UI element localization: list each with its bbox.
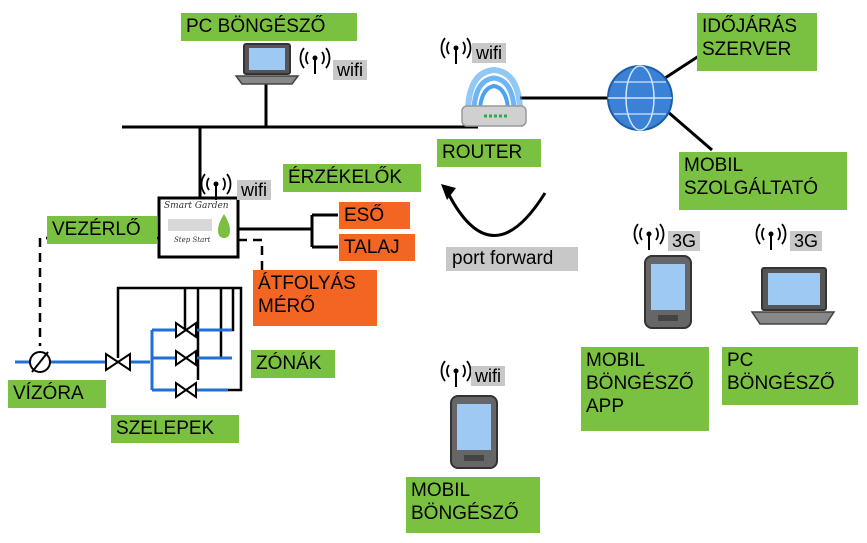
zone-valve-icon: [175, 381, 197, 399]
antenna-icon: [200, 173, 232, 200]
3g-tag: 3G: [790, 231, 823, 251]
wifi-tag: wifi: [472, 43, 506, 63]
router-icon: [461, 66, 527, 127]
valve-control-lines: [116, 286, 243, 392]
dashed-flow-meter-line: [238, 238, 264, 272]
label-mobile-browser-bottom: MOBIL BÖNGÉSZŐ: [406, 477, 540, 533]
controller-sub: Step Start: [174, 236, 211, 244]
antenna-icon: [755, 223, 787, 250]
label-zones: ZÓNÁK: [251, 350, 335, 378]
phone-icon: [644, 255, 692, 329]
zone-valve-icon: [175, 321, 197, 339]
antenna-icon: [299, 47, 331, 74]
label-rain: ESŐ: [339, 202, 410, 229]
label-mobile-provider: MOBIL SZOLGÁLTATÓ: [679, 152, 847, 210]
controller-device: [157, 196, 240, 259]
globe-icon: [607, 65, 673, 131]
label-sensors: ÉRZÉKELŐK: [283, 164, 421, 192]
laptop-icon: [750, 267, 836, 325]
antenna-icon: [633, 223, 665, 250]
label-controller: VEZÉRLŐ: [47, 216, 157, 244]
label-water-meter: VÍZÓRA: [8, 380, 106, 408]
label-port-forward: port forward: [446, 247, 578, 271]
label-valves: SZELEPEK: [111, 415, 239, 443]
label-mobile-browser-app: MOBIL BÖNGÉSZŐ APP: [581, 347, 709, 431]
label-router: ROUTER: [437, 139, 541, 167]
dashed-water-meter-line: [38, 236, 160, 346]
globe-mobile-link: [667, 110, 713, 152]
phone-icon: [450, 395, 498, 469]
arrow-head: [441, 184, 456, 200]
label-weather-server: IDŐJÁRÁS SZERVER: [697, 13, 817, 71]
label-pc-browser-top: PC BÖNGÉSZŐ: [181, 13, 357, 41]
wifi-tag: wifi: [237, 180, 271, 200]
antenna-icon: [440, 360, 472, 387]
port-forward-arc: [446, 192, 547, 237]
antenna-icon: [440, 37, 472, 64]
label-soil: TALAJ: [339, 234, 415, 261]
laptop-icon: [234, 43, 300, 85]
water-meter-icon: [29, 351, 51, 373]
zone-valve-icon: [175, 349, 197, 367]
wifi-tag: wifi: [471, 366, 505, 386]
label-flow-meter: ÁTFOLYÁS MÉRŐ: [253, 270, 377, 326]
main-valve-icon: [105, 352, 131, 372]
3g-tag: 3G: [668, 231, 701, 251]
wifi-tag: wifi: [333, 60, 367, 80]
controller-brand: Smart Garden: [164, 201, 229, 211]
label-pc-browser-right: PC BÖNGÉSZŐ: [722, 347, 858, 405]
